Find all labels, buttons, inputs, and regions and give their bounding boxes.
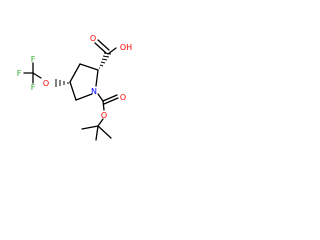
bond-o-cf3: [32, 72, 42, 79]
atom-label-f-bottom: F: [31, 83, 36, 92]
atom-label-o-acid-carbonyl: O: [90, 34, 96, 43]
bond-carbonyl-o-double-2: [103, 97, 119, 105]
bond-c4-c3: [69, 63, 81, 83]
bond-tbu-me-3: [97, 125, 112, 139]
stereo-hash-bond-ether: [55, 79, 69, 87]
molecule-structure: F F F O N O OH O O: [17, 34, 132, 141]
bond-o-tbu: [97, 118, 104, 127]
bond-acid-c-oh: [107, 47, 117, 55]
bond-n-c-carbonyl: [97, 93, 104, 102]
bond-n-c5: [75, 93, 93, 101]
atom-label-oh-acid: OH: [120, 43, 132, 52]
atom-label-n: N: [91, 87, 97, 96]
atom-label-f-left: F: [17, 69, 22, 78]
atom-label-f-top: F: [31, 55, 36, 64]
atom-label-o-boc-ester: O: [101, 111, 107, 120]
bond-tbu-me-1: [81, 125, 99, 130]
stereo-hash-bond-acid: [99, 52, 112, 69]
bond-c3-c2: [79, 63, 99, 71]
bond-acid-c-o-double-1: [94, 42, 107, 54]
bond-carbonyl-o-double-1: [102, 94, 118, 102]
bond-tbu-me-2: [95, 125, 99, 141]
atom-label-o-ether: O: [43, 79, 49, 88]
bond-carbonyl-o-ester: [102, 100, 105, 111]
bond-c5-c4: [69, 81, 77, 101]
atom-label-o-boc-carbonyl: O: [120, 93, 126, 102]
bond-c2-n: [95, 69, 99, 87]
bond-acid-c-o-double-2: [97, 39, 110, 51]
